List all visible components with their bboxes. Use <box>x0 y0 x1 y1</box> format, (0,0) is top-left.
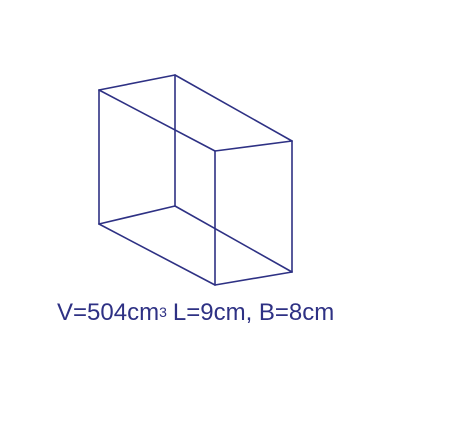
volume-label: V=504cm <box>57 299 160 326</box>
prism-edge-front-bottom <box>214 271 293 286</box>
prism-edge-connect-bottom-right <box>174 205 293 273</box>
dimensions-label: L=9cm, B=8cm <box>172 299 335 326</box>
prism-edge-front-top <box>214 140 293 152</box>
prism-edge-connect-top-left <box>98 89 216 152</box>
prism-edge-back-bottom <box>98 205 176 225</box>
prism-caption: V=504cm3 L=9cm, B=8cm <box>57 295 334 333</box>
prism-edge-connect-bottom-left <box>98 223 216 286</box>
prism-edge-back-top <box>98 74 176 91</box>
prism-edge-connect-top-right <box>174 74 293 142</box>
volume-exponent: 3 <box>159 304 167 320</box>
